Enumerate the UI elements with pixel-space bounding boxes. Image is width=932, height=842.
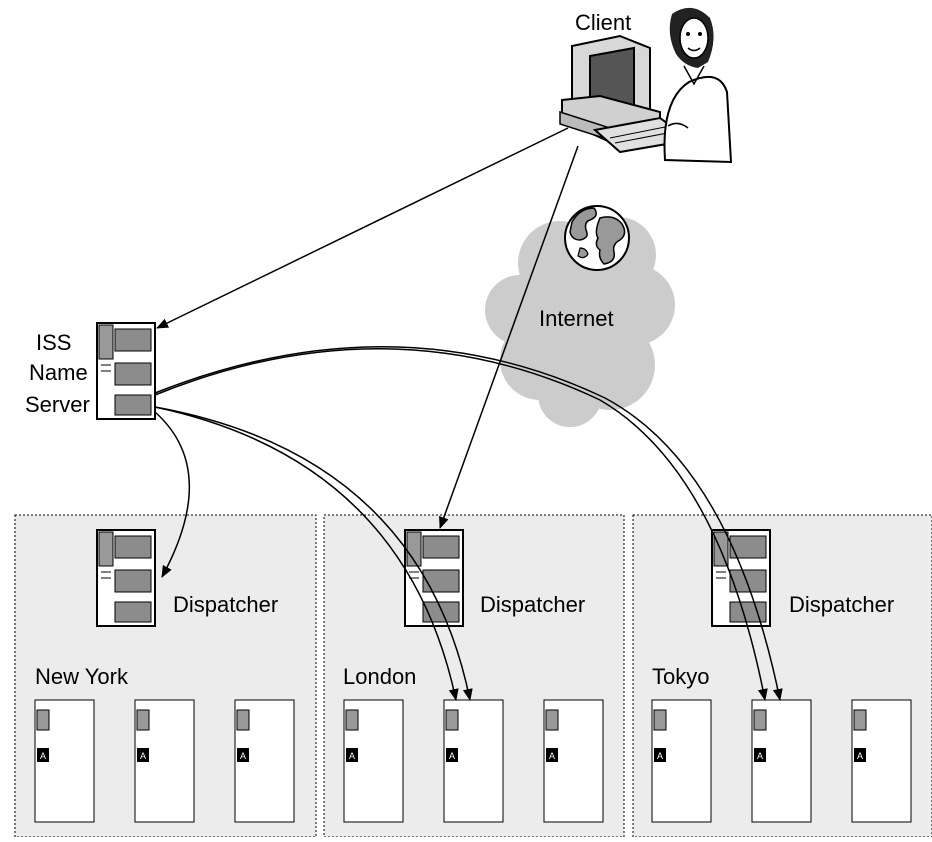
server-icon-london-3: A bbox=[543, 699, 604, 823]
server-badge: A bbox=[349, 751, 355, 761]
server-badge: A bbox=[140, 751, 146, 761]
arrow-name-server-to-london-b bbox=[154, 406, 473, 701]
servers: A A A A A A bbox=[34, 699, 912, 823]
client-person-icon bbox=[663, 7, 733, 164]
dispatcher-label-london: Dispatcher bbox=[480, 592, 586, 617]
name-server-label-line-1: ISS bbox=[36, 330, 72, 355]
server-icon-tokyo-1: A bbox=[651, 699, 712, 823]
client-label: Client bbox=[575, 10, 632, 35]
server-badge: A bbox=[549, 751, 555, 761]
server-badge: A bbox=[857, 751, 863, 761]
arrow-client-to-london-dispatcher bbox=[439, 145, 579, 529]
name-server-label-line-2: Name bbox=[29, 360, 88, 385]
dispatcher-icon-london bbox=[404, 529, 464, 627]
internet-label: Internet bbox=[539, 306, 614, 331]
arrow-name-server-to-new-york bbox=[154, 411, 190, 578]
server-icon-new-york-3: A bbox=[234, 699, 295, 823]
dispatcher-label-new-york: Dispatcher bbox=[173, 592, 279, 617]
server-icon-tokyo-3: A bbox=[851, 699, 912, 823]
server-icon-london-2: A bbox=[443, 699, 504, 823]
arrow-name-server-to-london-a bbox=[154, 406, 459, 701]
arrow-client-to-name-server bbox=[156, 127, 569, 329]
arrow-name-server-to-tokyo-a bbox=[154, 348, 768, 701]
arrow-name-server-to-tokyo-b bbox=[154, 346, 783, 701]
server-badge: A bbox=[449, 751, 455, 761]
server-icon-tokyo-2: A bbox=[751, 699, 812, 823]
dispatcher-icon-tokyo bbox=[711, 529, 771, 627]
server-icon-new-york-1: A bbox=[34, 699, 95, 823]
server-icon-new-york-2: A bbox=[134, 699, 195, 823]
server-badge: A bbox=[40, 751, 46, 761]
site-label-tokyo: Tokyo bbox=[652, 664, 710, 689]
server-badge: A bbox=[757, 751, 763, 761]
server-icon-london-1: A bbox=[343, 699, 404, 823]
globe-icon bbox=[564, 205, 630, 271]
dispatcher-label-tokyo: Dispatcher bbox=[789, 592, 895, 617]
name-server-icon bbox=[96, 322, 156, 420]
server-badge: A bbox=[240, 751, 246, 761]
name-server-label-line-3: Server bbox=[25, 392, 90, 417]
site-label-london: London bbox=[343, 664, 417, 689]
connections bbox=[154, 127, 783, 701]
dispatcher-icon-new-york bbox=[96, 529, 156, 627]
site-label-new-york: New York bbox=[35, 664, 128, 689]
server-badge: A bbox=[657, 751, 663, 761]
